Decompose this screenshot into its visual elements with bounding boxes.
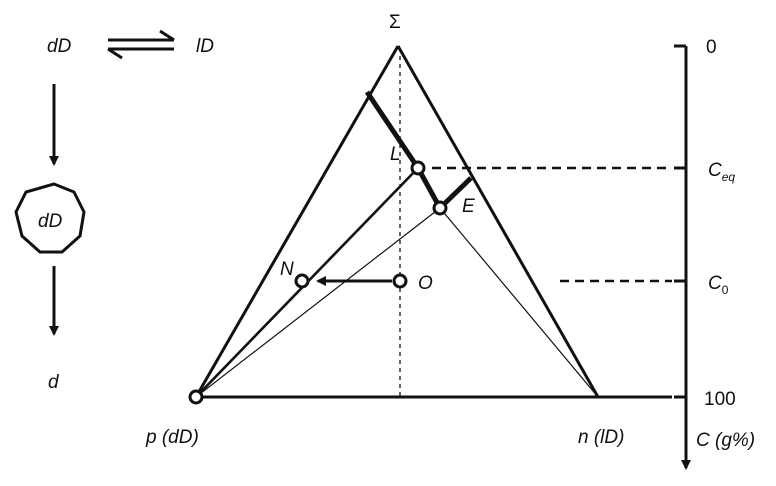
vertex-p-label: p (dD)	[145, 427, 199, 448]
point-E-marker	[432, 200, 448, 216]
axis-title-label: C (g%)	[696, 430, 755, 451]
axis-tick-0-label: 0	[706, 37, 717, 58]
apex-sigma-label: Σ	[389, 12, 401, 33]
triangle-left-edge	[194, 45, 400, 398]
axis-tick-c0-label: C0	[708, 273, 729, 297]
point-p-marker	[188, 389, 204, 405]
axis-tick-ceq-label: Ceq	[708, 160, 735, 184]
point-L-label: L	[390, 144, 401, 165]
solubility-curve	[364, 90, 473, 211]
scheme-d-label: d	[48, 372, 60, 393]
axis-tick-100-label: 100	[704, 389, 736, 410]
point-O-marker	[392, 273, 408, 289]
crystal-octagon-icon	[14, 182, 86, 254]
equilibrium-arrows	[107, 29, 175, 60]
scheme-lD-label: lD	[196, 36, 214, 57]
tie-line-E-n	[439, 207, 599, 398]
point-N-label: N	[280, 259, 294, 280]
triangle-right-edge	[396, 45, 600, 398]
scheme-dD-label: dD	[47, 36, 72, 57]
point-E-label: E	[462, 196, 475, 217]
point-O-label: O	[418, 273, 433, 294]
tie-line-p-E	[195, 207, 441, 398]
crystal-dD-label: dD	[38, 211, 63, 232]
point-N-marker	[294, 273, 310, 289]
composition-triangle	[194, 45, 672, 399]
point-L-marker	[410, 160, 426, 176]
vertex-n-label: n (lD)	[578, 427, 624, 448]
